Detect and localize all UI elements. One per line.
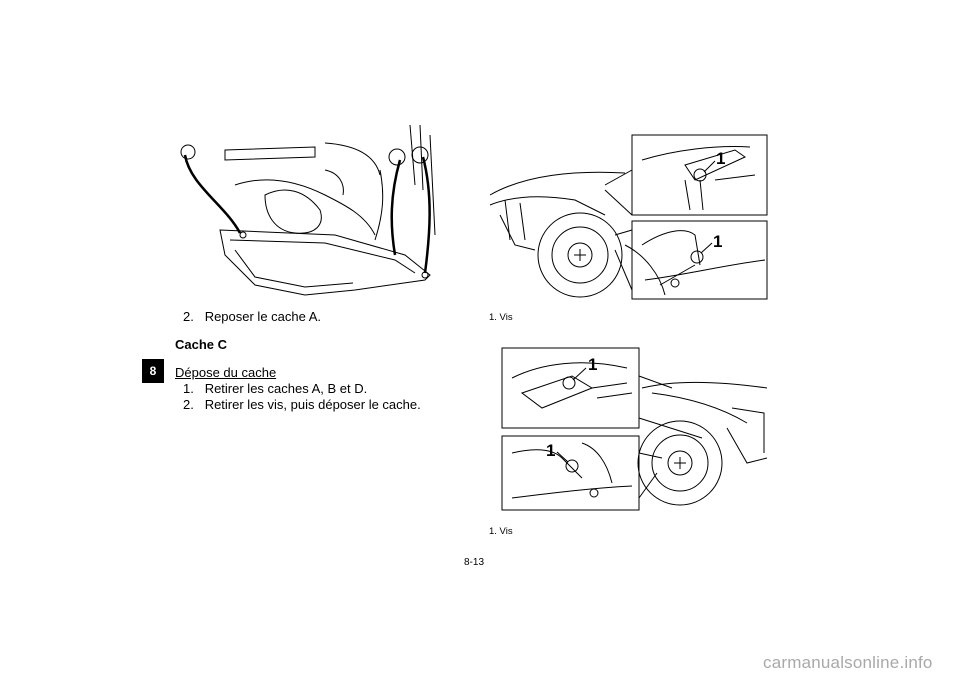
step-1: 1. Retirer les caches A, B et D.: [183, 381, 367, 396]
subsection-title: Dépose du cache: [175, 365, 277, 380]
step-text: Retirer les vis, puis déposer le cache.: [204, 397, 421, 412]
callout-number: 1: [588, 355, 597, 374]
figure-caption-bottom: 1. Vis: [489, 526, 513, 537]
cover-a-illustration: [180, 124, 436, 296]
page-number: 8-13: [464, 557, 485, 568]
callout-number: 1: [713, 232, 722, 251]
step-2: 2. Retirer les vis, puis déposer le cach…: [183, 397, 421, 412]
fastener-icon: [411, 146, 429, 164]
figure-caption-top: 1. Vis: [489, 312, 513, 323]
callout-number: 1: [716, 149, 725, 168]
section-title: Cache C: [175, 337, 228, 352]
cover-c-bottom-illustration: 1 1: [501, 347, 768, 511]
cover-c-top-illustration: 1 1: [489, 134, 768, 300]
step-reposer: 2. Reposer le cache A.: [183, 309, 321, 324]
fastener-icon: [388, 148, 406, 166]
chapter-tab: 8: [142, 359, 164, 383]
step-number: 2.: [183, 397, 194, 412]
watermark: carmanualsonline.info: [763, 653, 933, 672]
fastener-icon: [180, 144, 196, 160]
step-text: Retirer les caches A, B et D.: [204, 381, 368, 396]
step-number: 2.: [183, 309, 194, 324]
step-number: 1.: [183, 381, 194, 396]
callout-number: 1: [546, 441, 555, 460]
step-text: Reposer le cache A.: [204, 309, 322, 324]
